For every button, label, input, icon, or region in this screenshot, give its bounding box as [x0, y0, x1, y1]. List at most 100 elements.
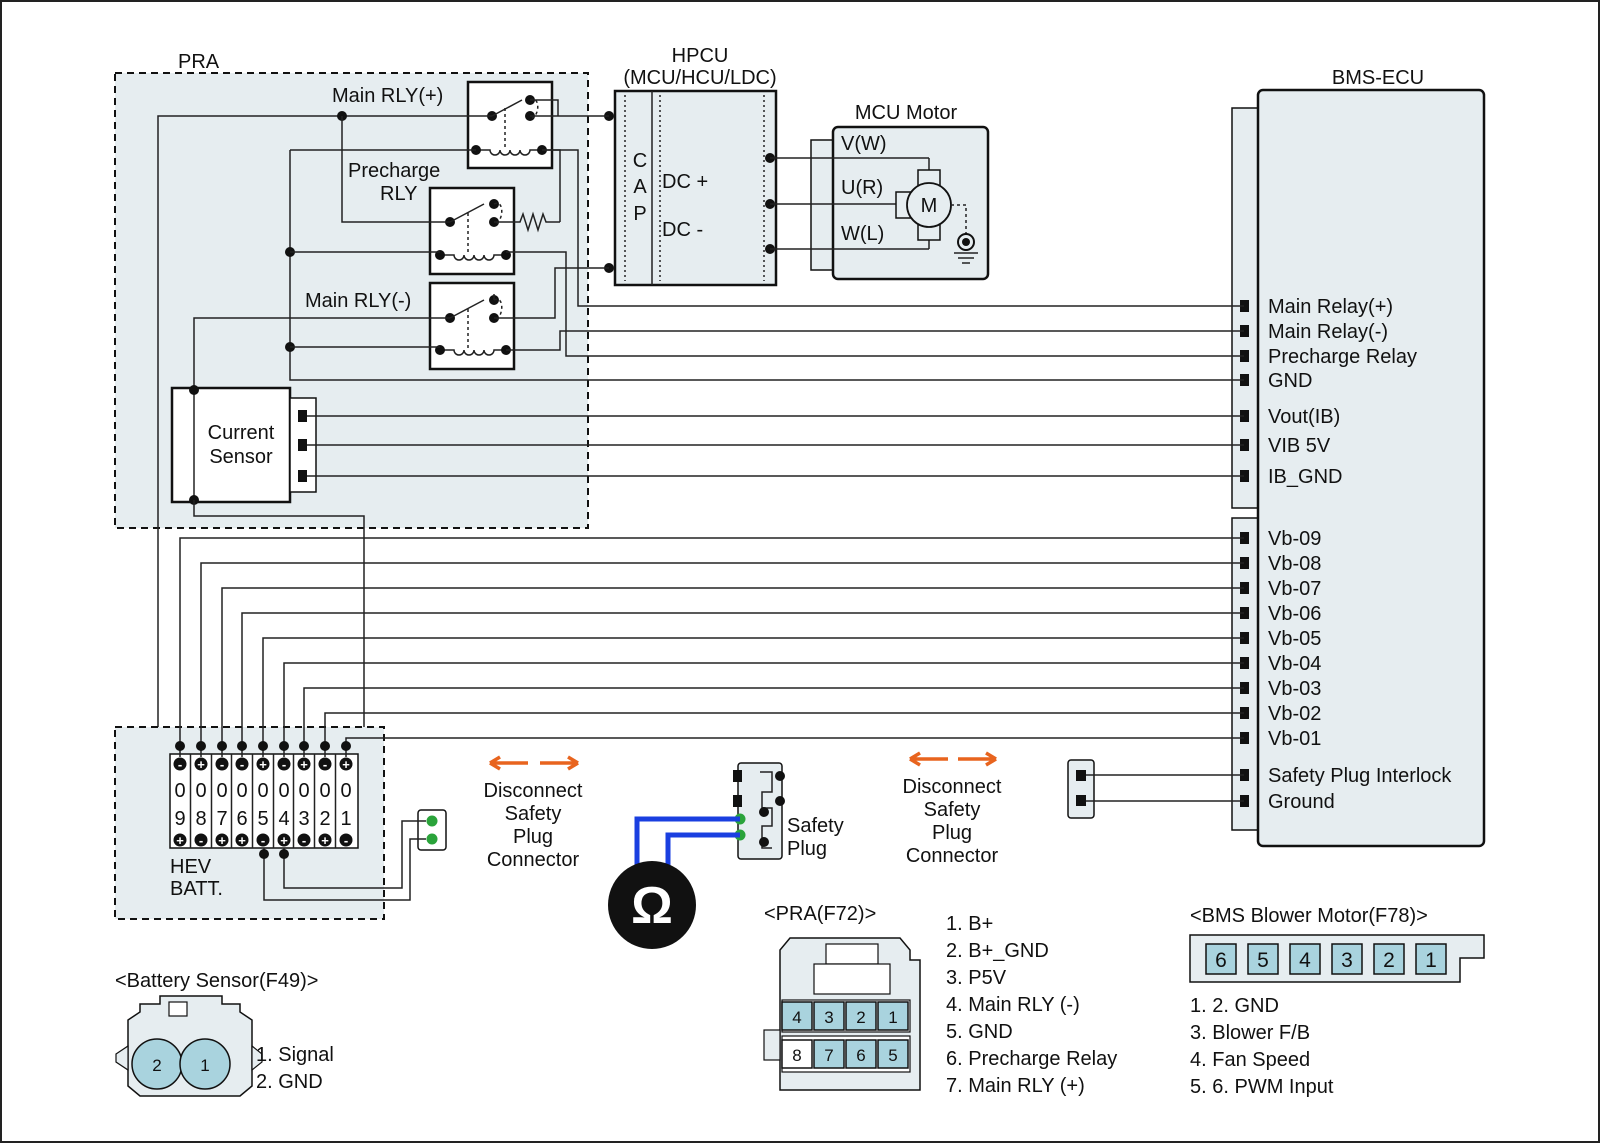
interlock-plug-pin [1076, 770, 1086, 781]
cell-terminal [318, 757, 332, 771]
pra-connector-pin-number: 8 [792, 1046, 801, 1065]
cell-terminal [215, 757, 229, 771]
bms-pin [1240, 325, 1249, 337]
cell-polarity: - [344, 833, 348, 848]
current-sensor-pin [298, 439, 307, 451]
cell-number: 2 [319, 808, 330, 830]
blower-connector-pin-number: 5 [1257, 949, 1269, 972]
bms-ecu-block: BMS-ECU Main Relay(+)Main Relay(-)Precha… [1231, 67, 1486, 848]
bms-pin [1240, 682, 1249, 694]
blower-connector-legend-item: 3. Blower F/B [1190, 1022, 1310, 1044]
cell-terminal [339, 833, 353, 847]
bms-pin [1240, 607, 1249, 619]
pra-connector-tab [763, 1029, 781, 1061]
bms-pins-top: Main Relay(+)Main Relay(-)Precharge Rela… [1240, 296, 1417, 488]
pra-connector-legend-item: 1. B+ [946, 913, 993, 935]
hev-battery-label-2: BATT. [170, 878, 223, 900]
wire-b-plus [157, 115, 492, 847]
cell-terminal [256, 757, 270, 771]
pra-connector-latch [825, 943, 879, 965]
main-relay-plus-box [466, 80, 554, 170]
wire-vb-sense [221, 587, 1244, 757]
safety-plug-contact [759, 807, 769, 817]
bms-pin-label: Vb-08 [1268, 553, 1321, 575]
pra-connector-pin [877, 1001, 909, 1031]
precharge-relay-label-2: RLY [380, 183, 417, 205]
disconnect-label-left: Disconnect [484, 780, 583, 802]
cell-polarity: + [280, 833, 288, 848]
bms-pin-label: Ground [1268, 791, 1335, 813]
cell-terminal [194, 833, 208, 847]
wire-vb-sense [262, 637, 1244, 757]
cell-number: 0 [195, 780, 206, 802]
bms-pin-label: Vb-01 [1268, 728, 1321, 750]
arrow-right-icon [958, 751, 997, 767]
disconnect-label-left: Plug [513, 826, 553, 848]
pra-connector-pin-number: 6 [856, 1046, 865, 1065]
motor-phase-u-label: U(R) [841, 177, 883, 199]
motor-symbol-label: M [921, 195, 938, 217]
blower-connector-pin [1373, 943, 1405, 975]
wire-battery-plug [263, 838, 426, 901]
cell-number: 3 [298, 808, 309, 830]
cell-polarity: + [259, 757, 267, 772]
safety-plug-contact [775, 771, 785, 781]
ground-icon [962, 238, 970, 246]
bms-pin-label: Vb-09 [1268, 528, 1321, 550]
pra-connector-pin [781, 1039, 813, 1069]
bms-pin [1240, 300, 1249, 312]
cell-terminal [297, 833, 311, 847]
blower-connector-pin-number: 1 [1425, 949, 1437, 972]
safety-plug-pin [733, 795, 742, 807]
interlock-plug-body [1067, 759, 1095, 819]
pra-connector-pin-number: 3 [824, 1008, 833, 1027]
wire-vb-sense [283, 662, 1244, 757]
cell-number: 0 [278, 780, 289, 802]
relay-switch-arm [449, 299, 485, 319]
blower-connector-pin [1205, 943, 1237, 975]
blower-connector-legend-item: 1. 2. GND [1190, 995, 1279, 1017]
wire-precharge-feed [341, 116, 450, 223]
battery-sensor-latch [168, 1001, 188, 1017]
pra-connector-legend-item: 7. Main RLY (+) [946, 1075, 1085, 1097]
bms-pin-label: Safety Plug Interlock [1268, 765, 1452, 787]
pra-connector-pin [845, 1039, 877, 1069]
cell-number: 9 [174, 808, 185, 830]
mcu-motor-label: MCU Motor [855, 102, 958, 124]
main-relay-plus-label: Main RLY(+) [332, 85, 443, 107]
bms-pin [1240, 374, 1249, 386]
precharge-relay-box [428, 186, 516, 276]
relay-switch-arm [449, 203, 485, 223]
battery-sensor-pin-number: 1 [200, 1056, 209, 1075]
disconnect-label-left: Safety [505, 803, 562, 825]
bms-pin [1240, 657, 1249, 669]
cell-terminal [215, 833, 229, 847]
wire-main-minus-out [494, 267, 609, 319]
bms-pin-label: Vb-03 [1268, 678, 1321, 700]
hpcu-block: HPCU (MCU/HCU/LDC) C A P DC + DC - [604, 45, 778, 287]
battery-sensor-connector: <Battery Sensor(F49)> 2 1 1. Signal 2. G… [115, 970, 334, 1097]
battery-cells: -09++08--07+-06++05--04++03--02++01- [173, 754, 353, 848]
wire-junction [237, 741, 247, 751]
bms-ecu-box [1256, 88, 1486, 848]
bms-pin-label: Main Relay(-) [1268, 321, 1388, 343]
safety-plug-block: Safety Plug Ω [608, 762, 844, 949]
main-relay-minus-box [428, 281, 516, 371]
cell-terminal [297, 757, 311, 771]
blower-connector-pin-number: 3 [1341, 949, 1353, 972]
bms-pin [1240, 557, 1249, 569]
hev-battery-label-1: HEV [170, 856, 212, 878]
cell-polarity: - [261, 833, 265, 848]
wire-main-relay-plus-ctrl [542, 149, 1244, 307]
cell-polarity: + [197, 757, 205, 772]
wire-junction [259, 849, 269, 859]
wire-battery-plug [283, 820, 426, 889]
blower-connector-title: <BMS Blower Motor(F78)> [1190, 905, 1428, 927]
pra-connector-pin-number: 2 [856, 1008, 865, 1027]
ohmmeter-symbol: Ω [631, 877, 673, 935]
